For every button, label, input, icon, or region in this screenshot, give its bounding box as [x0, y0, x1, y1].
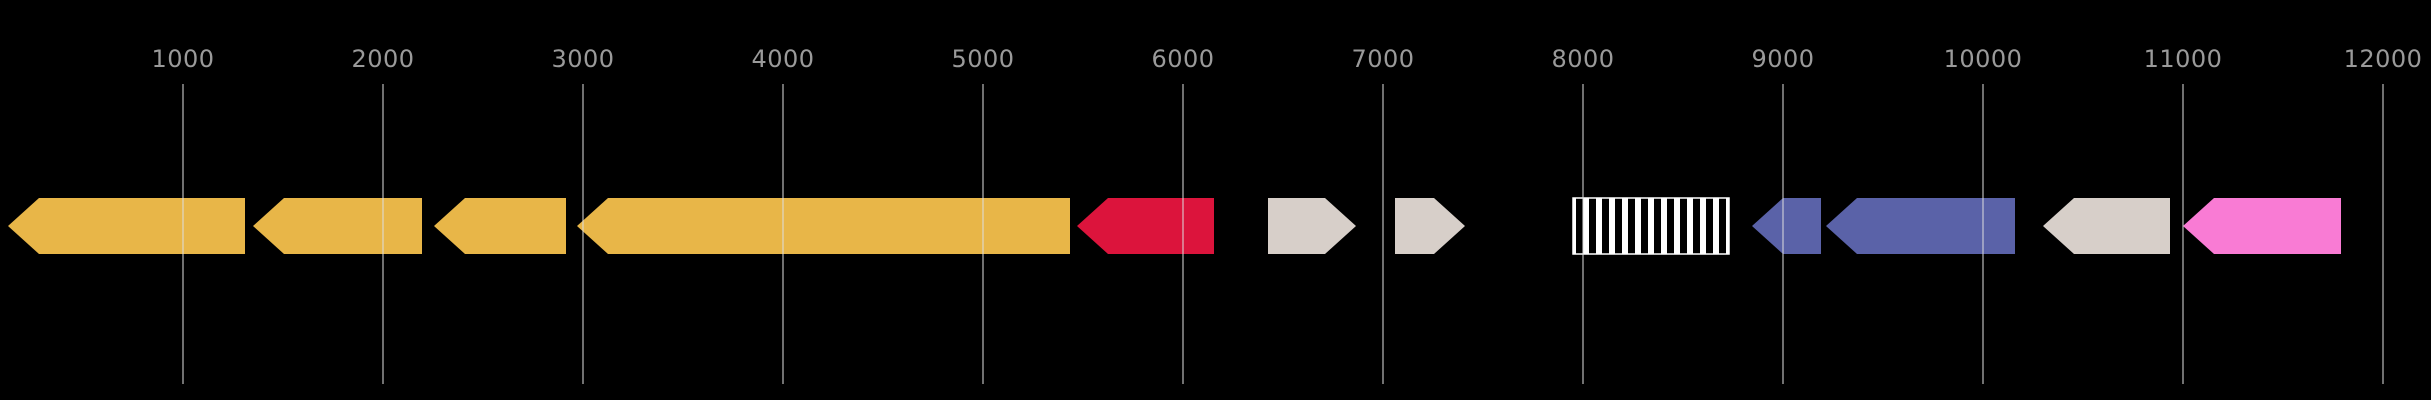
gene-arrow-gene-01-reverse-strand: [8, 198, 245, 254]
ruler-tick-labels: 1000 2000 3000 4000 5000 6000 7000 8000 9000 1000…: [151, 45, 2423, 73]
tick-label-12000: 12000: [2344, 45, 2423, 73]
tick-label-7000: 7000: [1351, 45, 1414, 73]
tick-label-9000: 9000: [1751, 45, 1814, 73]
tick-label-3000: 3000: [551, 45, 614, 73]
tick-label-8000: 8000: [1551, 45, 1614, 73]
gene-arrow-gene-11-reverse-strand: [2043, 198, 2170, 254]
gene-arrow-gene-07-forward-strand: [1395, 198, 1465, 254]
gene-arrow-gene-03-reverse-strand: [434, 198, 566, 254]
tick-label-11000: 11000: [2144, 45, 2223, 73]
ruler-gridlines: [182, 84, 2384, 384]
gene-arrow-gene-09-reverse-strand: [1752, 198, 1821, 254]
gene-arrow-gene-05-reverse-strand: [1077, 198, 1214, 254]
tick-label-5000: 5000: [951, 45, 1014, 73]
tick-label-4000: 4000: [751, 45, 814, 73]
gene-arrow-gene-06-forward-strand: [1268, 198, 1356, 254]
tick-label-10000: 10000: [1944, 45, 2023, 73]
gene-arrow-gene-04-reverse-strand: [577, 198, 1070, 254]
tick-label-6000: 6000: [1151, 45, 1214, 73]
tick-label-2000: 2000: [351, 45, 414, 73]
gene-arrow-gene-10-reverse-strand: [1826, 198, 2015, 254]
genes-layer: [8, 197, 2341, 255]
gene-arrow-gene-12-reverse-strand: [2183, 198, 2341, 254]
gene-arrow-gene-08-none-strand: [1572, 197, 1730, 255]
tick-label-1000: 1000: [151, 45, 214, 73]
gene-arrow-gene-02-reverse-strand: [253, 198, 422, 254]
